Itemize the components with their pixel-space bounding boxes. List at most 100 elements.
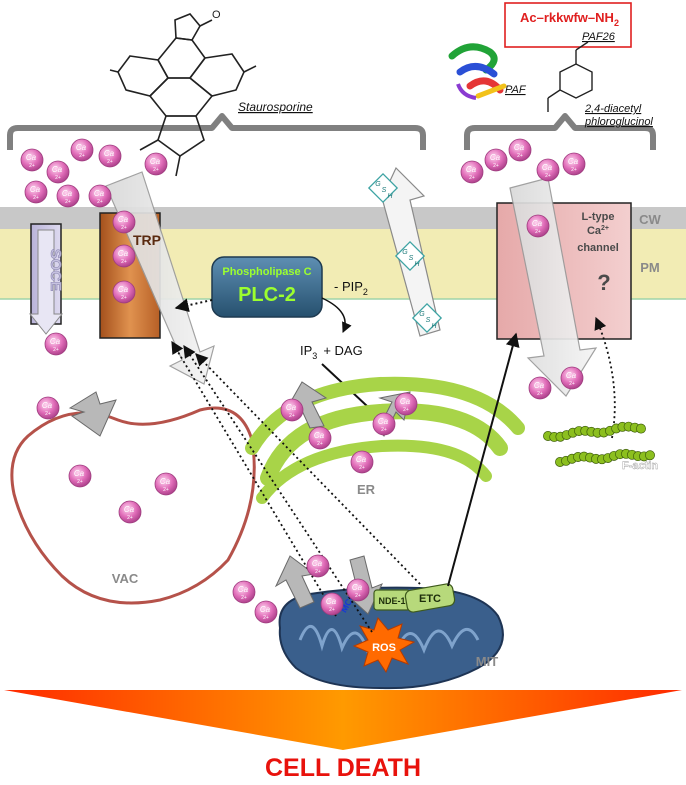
plc-top-label: Phospholipase C <box>222 266 311 278</box>
svg-text:2+: 2+ <box>79 153 85 159</box>
svg-text:S: S <box>409 255 414 262</box>
svg-text:2+: 2+ <box>469 175 475 181</box>
svg-text:2+: 2+ <box>317 441 323 447</box>
gsh-letters-3: G S H <box>419 311 437 330</box>
svg-text:2+: 2+ <box>121 295 127 301</box>
calcium-ion: Ca2+ <box>46 160 70 184</box>
svg-text:Ca: Ca <box>74 469 85 478</box>
calcium-ion: Ca2+ <box>306 554 330 578</box>
calcium-ion: Ca2+ <box>144 152 168 176</box>
svg-text:Ca: Ca <box>356 455 367 464</box>
svg-text:Ca: Ca <box>124 505 135 514</box>
svg-text:Ca: Ca <box>466 165 477 174</box>
ros-label: ROS <box>372 642 396 654</box>
calcium-ion: Ca2+ <box>112 210 136 234</box>
svg-text:Ca: Ca <box>238 585 249 594</box>
plc-to-trp-arrow <box>174 298 213 313</box>
svg-text:2+: 2+ <box>121 259 127 265</box>
svg-text:2+: 2+ <box>53 347 59 353</box>
svg-text:Ca: Ca <box>150 157 161 166</box>
plc-main-label: PLC-2 <box>238 284 296 306</box>
plc2-enzyme <box>211 256 323 318</box>
calcium-ion: Ca2+ <box>56 184 80 208</box>
svg-text:Ca: Ca <box>118 215 129 224</box>
calcium-ion: Ca2+ <box>70 138 94 162</box>
er-label: ER <box>357 482 376 497</box>
factin-bead <box>636 423 646 434</box>
calcium-ion: Ca2+ <box>372 412 396 436</box>
svg-text:G: G <box>402 249 408 256</box>
svg-text:Ca: Ca <box>118 249 129 258</box>
calcium-ion: Ca2+ <box>560 366 584 390</box>
svg-text:Ca: Ca <box>26 153 37 162</box>
soce-arrow <box>28 229 64 335</box>
calcium-ion: Ca2+ <box>528 376 552 400</box>
svg-text:2+: 2+ <box>355 593 361 599</box>
svg-text:2+: 2+ <box>163 487 169 493</box>
svg-text:Ca: Ca <box>314 431 325 440</box>
l-type-question: ? <box>597 270 610 295</box>
calcium-ion: Ca2+ <box>44 332 68 356</box>
calcium-ion: Ca2+ <box>232 580 256 604</box>
svg-text:2+: 2+ <box>545 173 551 179</box>
svg-text:Ca: Ca <box>534 381 545 390</box>
svg-text:Ca: Ca <box>50 337 61 346</box>
svg-text:Ca: Ca <box>568 157 579 166</box>
svg-text:Ca: Ca <box>566 371 577 380</box>
svg-text:H: H <box>414 261 420 268</box>
calcium-ion: Ca2+ <box>280 398 304 422</box>
l-type-label-2: Ca2+ <box>587 225 609 237</box>
paf-protein-ribbon <box>448 43 507 100</box>
svg-text:2+: 2+ <box>403 407 409 413</box>
staurosporine-o-label: O <box>212 9 221 21</box>
svg-text:S: S <box>382 187 387 194</box>
calcium-ion: Ca2+ <box>508 138 532 162</box>
cell-death-label: CELL DEATH <box>265 754 421 782</box>
calcium-ion: Ca2+ <box>562 152 586 176</box>
calcium-ions: Ca2+Ca2+Ca2+Ca2+Ca2+Ca2+Ca2+Ca2+Ca2+Ca2+… <box>20 138 586 624</box>
svg-text:Ca: Ca <box>30 185 41 194</box>
svg-text:Ca: Ca <box>62 189 73 198</box>
svg-text:2+: 2+ <box>77 479 83 485</box>
etc-complex <box>404 583 456 613</box>
svg-text:2+: 2+ <box>121 225 127 231</box>
ros-burst <box>352 616 416 674</box>
l-type-label-1: L-type <box>582 211 615 223</box>
svg-text:Ca: Ca <box>286 403 297 412</box>
svg-text:2+: 2+ <box>33 195 39 201</box>
calcium-ion: Ca2+ <box>526 214 550 238</box>
svg-text:2+: 2+ <box>569 381 575 387</box>
diacetylphloroglucinol-structure <box>547 41 593 112</box>
calcium-ion: Ca2+ <box>320 592 344 616</box>
svg-text:Ca: Ca <box>400 397 411 406</box>
mit-label: MIT <box>476 654 498 669</box>
calcium-ion: Ca2+ <box>154 472 178 496</box>
staurosporine-structure <box>109 13 257 177</box>
nde1-label: NDE-1 <box>378 596 405 606</box>
soce-label: SOCE <box>47 249 64 292</box>
svg-text:Ca: Ca <box>326 597 337 606</box>
svg-text:2+: 2+ <box>359 465 365 471</box>
vac-label: VAC <box>112 571 139 586</box>
svg-text:Ca: Ca <box>104 149 115 158</box>
calcium-ion: Ca2+ <box>36 396 60 420</box>
pip2-label: - PIP2 <box>334 279 368 297</box>
svg-text:2+: 2+ <box>45 411 51 417</box>
trp-label: TRP <box>133 232 161 248</box>
gsh-export <box>367 166 443 337</box>
svg-text:2+: 2+ <box>55 175 61 181</box>
svg-text:Ca: Ca <box>312 559 323 568</box>
svg-text:Ca: Ca <box>160 477 171 486</box>
calcium-ion: Ca2+ <box>112 244 136 268</box>
factin-label: F-actin <box>622 460 658 472</box>
calcium-ion: Ca2+ <box>536 158 560 182</box>
vacuole-uptake-arrow <box>68 391 117 437</box>
svg-text:2+: 2+ <box>381 427 387 433</box>
calcium-ion: Ca2+ <box>68 464 92 488</box>
svg-text:Ca: Ca <box>490 153 501 162</box>
calcium-ion: Ca2+ <box>460 160 484 184</box>
svg-text:2+: 2+ <box>263 615 269 621</box>
mit-signal-arrow-1 <box>171 340 337 617</box>
calcium-ion: Ca2+ <box>254 600 278 624</box>
